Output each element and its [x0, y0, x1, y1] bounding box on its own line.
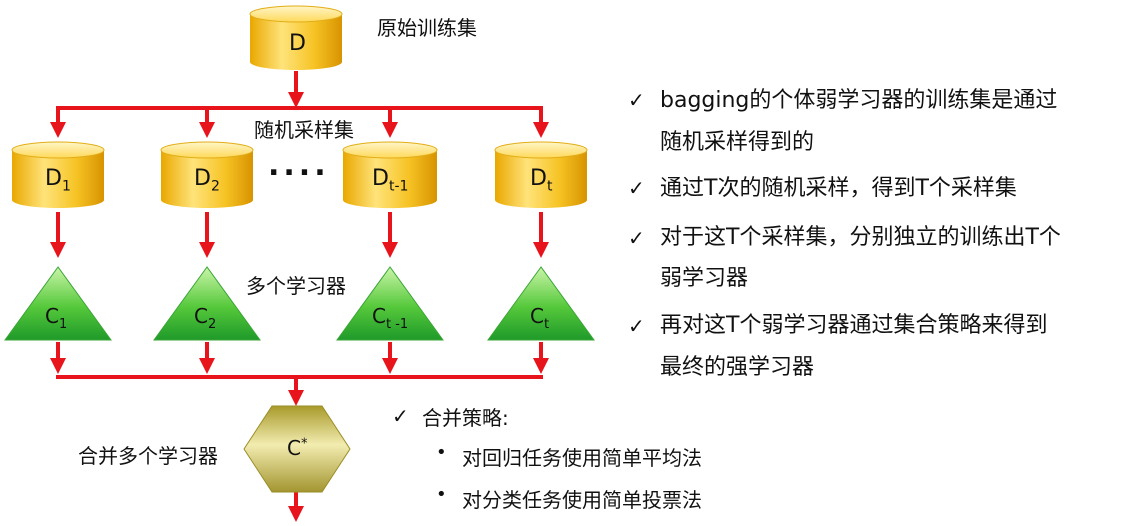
learners-label: 多个学习器: [246, 274, 346, 298]
sample-set-label: D2: [194, 166, 220, 195]
check-icon: ✓: [628, 314, 645, 338]
combined-learner-hexagon: [243, 405, 351, 493]
ellipsis: ....: [268, 148, 330, 183]
learner-triangle: [487, 266, 595, 341]
learner-label: C1: [45, 304, 68, 332]
check-icon: ✓: [628, 176, 645, 200]
note-bullet: bagging的个体弱学习器的训练集是通过: [660, 88, 1058, 113]
check-icon: ✓: [628, 226, 645, 250]
bullet-dot-icon: •: [436, 442, 447, 463]
merge-arrows: [50, 342, 549, 522]
strategy-item: 对分类任务使用简单投票法: [462, 488, 702, 512]
learner-triangle: [153, 266, 261, 341]
check-icon: ✓: [392, 404, 409, 428]
random-sampling-label: 随机采样集: [254, 118, 354, 142]
learner-triangle: [336, 266, 444, 341]
sample-set-cylinder: [342, 141, 438, 209]
note-bullet: 对于这T个采样集，分别独立的训练出T个: [660, 225, 1061, 250]
note-bullet-continuation: 最终的强学习器: [660, 355, 815, 380]
sample-set-label: D1: [45, 166, 71, 195]
strategy-item: 对回归任务使用简单平均法: [462, 446, 702, 470]
training-arrows: [50, 212, 549, 258]
source-dataset-caption: 原始训练集: [377, 16, 477, 40]
learner-triangle: [4, 266, 112, 341]
learner-label: Ct: [530, 304, 550, 332]
sample-set-label: Dt-1: [372, 166, 409, 195]
note-bullet-continuation: 随机采样得到的: [660, 130, 815, 155]
sample-set-cylinder: [494, 141, 588, 208]
learner-label: C2: [194, 304, 217, 332]
check-icon: ✓: [628, 88, 645, 112]
note-bullet: 再对这T个弱学习器通过集合策略来得到: [660, 313, 1048, 338]
learner-label: Ct -1: [372, 304, 409, 332]
combined-learner-caption: 合并多个学习器: [78, 444, 218, 468]
source-dataset-label: D: [289, 31, 306, 56]
combined-learner-label: C*: [287, 436, 308, 460]
note-bullet-continuation: 弱学习器: [660, 266, 749, 291]
bullet-dot-icon: •: [436, 484, 447, 505]
sample-set-cylinder: [160, 141, 254, 208]
strategy-title: 合并策略:: [422, 406, 509, 430]
sample-set-label: Dt: [530, 166, 553, 195]
distribution-arrows: [50, 71, 549, 138]
source-dataset-cylinder: [249, 5, 343, 70]
note-bullet: 通过T次的随机采样，得到T个采样集: [660, 176, 1017, 201]
sample-set-cylinder: [11, 141, 105, 208]
